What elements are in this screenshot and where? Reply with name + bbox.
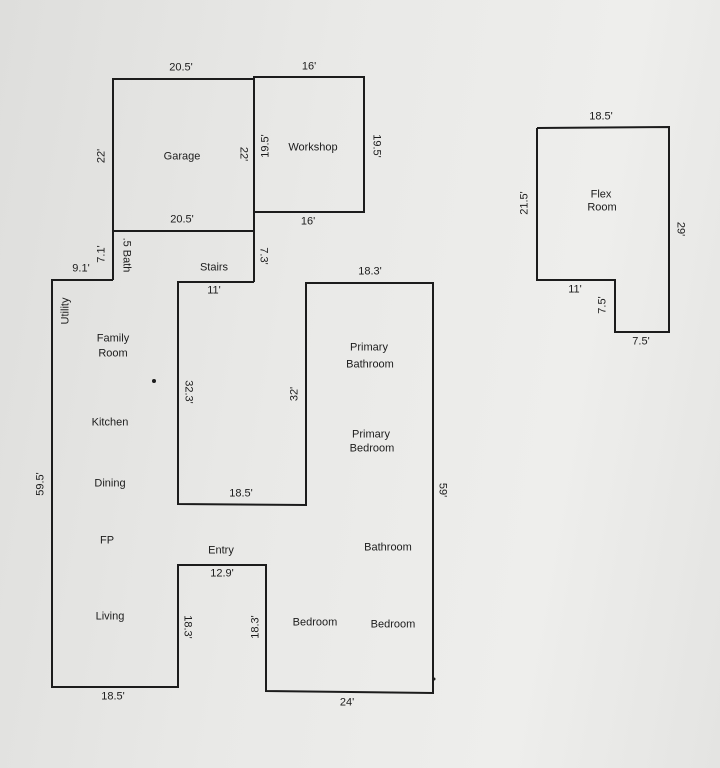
primary-bathroom-label-line1: Primary: [350, 341, 388, 354]
workshop-label: Workshop: [288, 141, 338, 154]
main-house-walls: [51, 279, 434, 695]
workshop-right-dimension: 19.5': [370, 134, 383, 158]
utility-top-dimension: 9.1': [72, 262, 90, 275]
family-room-label-line1: Family: [96, 332, 130, 345]
inner-left-dimension: 32.3': [182, 380, 195, 404]
garage-label: Garage: [163, 150, 201, 163]
half-bath-height-dimension: 7.1': [95, 245, 108, 263]
bedroom-wing-top-dimension: 18.3': [358, 265, 382, 278]
inner-bottom-dimension: 18.5': [229, 487, 253, 500]
garage-left-dimension: 22': [95, 148, 108, 164]
flex-bottom-dimension: 7.5': [632, 335, 650, 348]
flex-room-walls: [536, 125, 670, 333]
family-room-label-line2: Room: [98, 347, 128, 360]
flex-step-width-dimension: 11': [568, 283, 582, 296]
flex-step-height-dimension: 7.5': [596, 296, 609, 314]
kitchen-label: Kitchen: [91, 416, 129, 429]
primary-bathroom-label-line2: Bathroom: [346, 358, 394, 371]
stairs-height-dimension: 7.3': [257, 247, 270, 265]
garage-bottom-dimension: 20.5': [170, 213, 194, 226]
entry-left-dimension: 18.3': [181, 615, 194, 639]
workshop-bottom-dimension: 16': [300, 215, 316, 228]
primary-bedroom-label-line2: Bedroom: [349, 442, 395, 455]
entry-right-dimension: 18.3': [249, 615, 262, 639]
plan-dot: [152, 379, 156, 383]
flex-left-dimension: 21.5': [518, 191, 531, 215]
plan-dot: [432, 677, 436, 681]
half-bath-label: .5 Bath: [120, 237, 133, 273]
stairs-width-dimension: 11': [207, 284, 221, 297]
garage-top-dimension: 20.5': [169, 61, 193, 74]
stairs-label: Stairs: [199, 261, 229, 274]
workshop-walls: [253, 76, 365, 213]
garage-right-dimension: 22': [237, 146, 250, 162]
workshop-top-dimension: 16': [301, 60, 317, 73]
living-bottom-dimension: 18.5': [101, 690, 125, 703]
utility-label: Utility: [59, 297, 72, 325]
flex-room-label-line1: Flex: [590, 188, 612, 201]
inner-right-dimension: 32': [288, 386, 301, 402]
bathroom-label: Bathroom: [364, 541, 412, 554]
right-wall-dimension: 59': [436, 482, 449, 498]
flex-top-dimension: 18.5': [589, 110, 613, 123]
workshop-left-dimension: 19.5': [259, 134, 272, 158]
left-wall-dimension: 59.5': [34, 472, 47, 496]
entry-label: Entry: [208, 544, 234, 557]
living-label: Living: [95, 610, 125, 623]
flex-room-label-line2: Room: [587, 201, 617, 214]
bedroom-bottom-dimension: 24': [339, 696, 355, 709]
flex-right-dimension: 29': [674, 221, 687, 237]
fireplace-label: FP: [99, 534, 115, 547]
primary-bedroom-label-line1: Primary: [352, 428, 390, 441]
entry-width-dimension: 12.9': [210, 567, 234, 580]
bedroom-label-1: Bedroom: [292, 616, 338, 629]
dining-label: Dining: [94, 477, 126, 490]
bedroom-label-2: Bedroom: [370, 618, 416, 631]
